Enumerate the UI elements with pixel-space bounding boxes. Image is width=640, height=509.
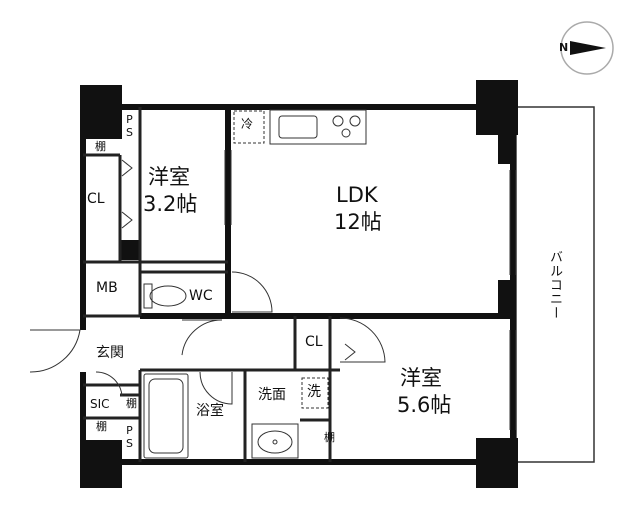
- kitchen-sink: [278, 115, 318, 139]
- bathroom-label: 浴室: [196, 403, 224, 419]
- closet-1-label: CL: [87, 191, 105, 207]
- toilet-icon: [143, 283, 187, 309]
- closet-triangles: [121, 159, 356, 361]
- mb-label: MB: [96, 280, 118, 296]
- compass-icon: [560, 21, 614, 75]
- room-ldk-name: LDK: [336, 183, 378, 207]
- wash-basin-icon: [251, 423, 299, 459]
- compass-north-label: N: [559, 41, 569, 54]
- fridge-label: 冷: [241, 117, 254, 131]
- room-western-2-size: 5.6帖: [397, 393, 452, 417]
- room-western-1-size: 3.2帖: [143, 192, 198, 216]
- sic-label: SIC: [90, 397, 110, 411]
- shelf-4-label: 棚: [324, 431, 335, 444]
- room-ldk-size: 12帖: [334, 210, 382, 234]
- shelf-1-label: 棚: [95, 140, 106, 153]
- ps-1-label: P S: [126, 113, 133, 139]
- washer-label: 洗: [307, 384, 321, 400]
- closet-2-label: CL: [305, 334, 323, 350]
- windows: [224, 150, 517, 430]
- pillars: [80, 80, 518, 488]
- interior-walls: [83, 107, 340, 462]
- washer-space: [301, 377, 329, 409]
- wc-label: WC: [189, 288, 213, 304]
- door-swings: [29, 271, 386, 405]
- fridge-space: [233, 110, 265, 144]
- balcony-label: バルコニー: [546, 250, 562, 320]
- room-western-1-name: 洋室: [148, 165, 190, 189]
- washroom-label: 洗面: [258, 387, 286, 403]
- shelf-2-label: 棚: [126, 397, 137, 410]
- room-western-2-name: 洋室: [400, 366, 442, 390]
- shelf-3-label: 棚: [96, 420, 107, 433]
- entrance-label: 玄関: [96, 345, 124, 361]
- ps-2-label: P S: [126, 424, 133, 450]
- bathtub-icon: [143, 373, 189, 459]
- stove-icon: [332, 115, 361, 138]
